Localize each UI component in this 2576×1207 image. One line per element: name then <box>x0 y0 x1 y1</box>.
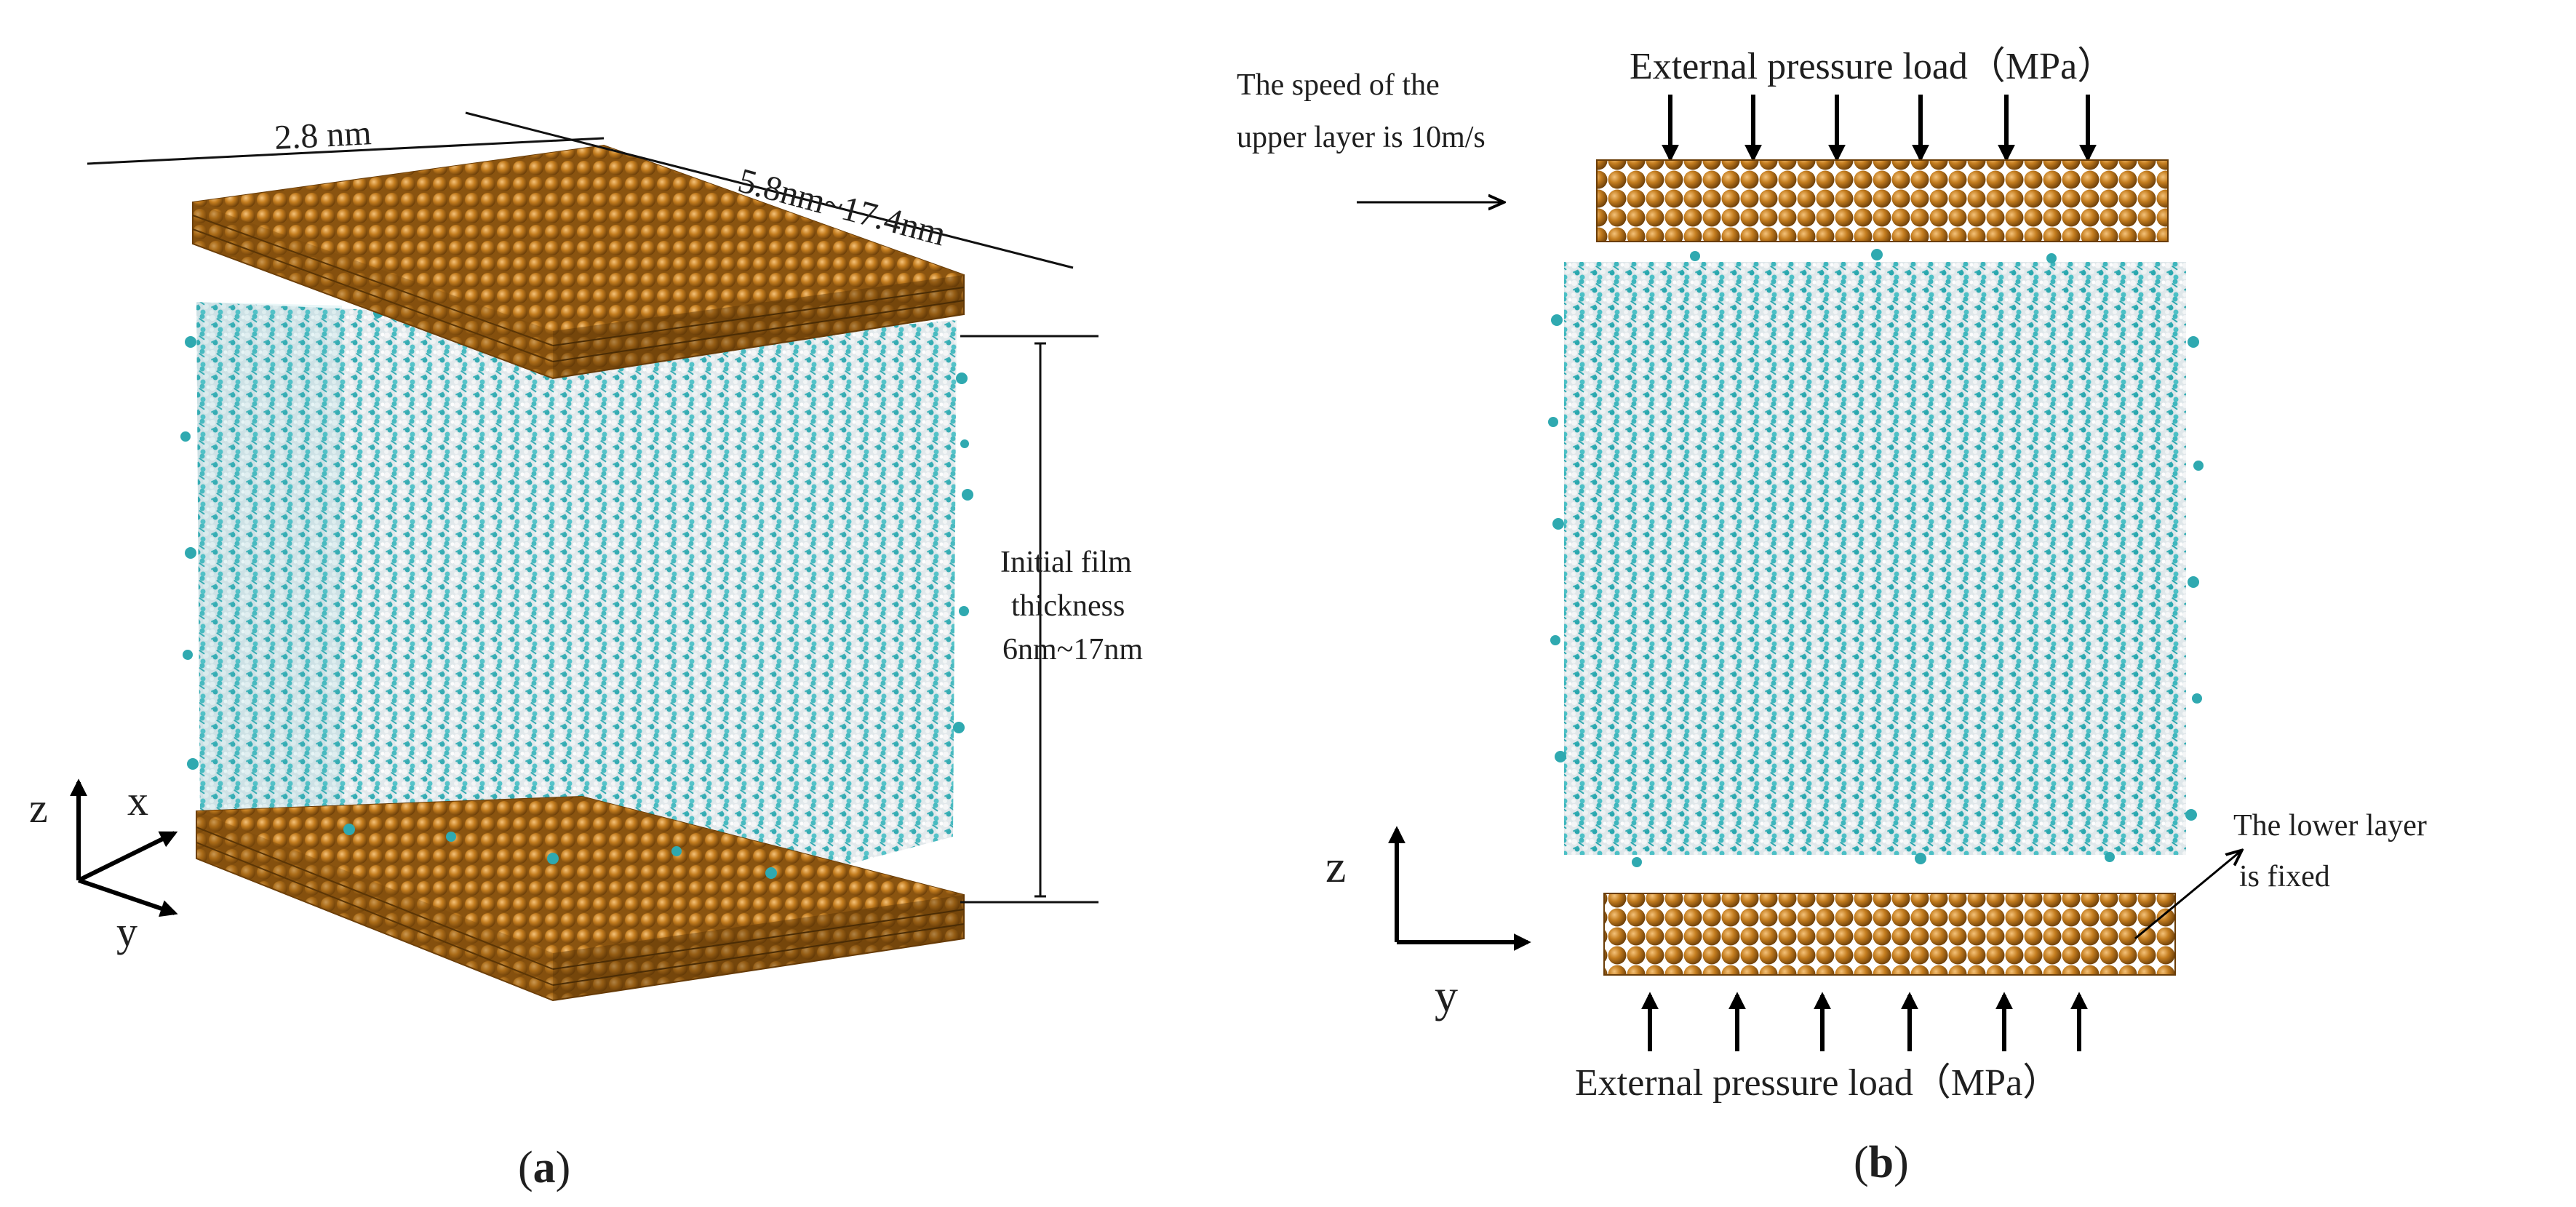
fixed-label-line-1: The lower layer <box>2233 809 2427 842</box>
lower-copper-layer-b <box>1603 893 2176 976</box>
thickness-label: Initial film thickness 6nm~17nm <box>1000 546 1143 666</box>
y-axis-label-a: y <box>116 908 137 955</box>
upper-copper-layer-a <box>192 144 965 380</box>
upper-copper-layer-b <box>1596 159 2169 242</box>
y-axis-arrow <box>78 878 178 917</box>
panel-b: External pressure load（MPa） The speed of… <box>1237 46 2427 1187</box>
thickness-label-line-3: 6nm~17nm <box>1002 633 1143 666</box>
panel-a: 2.8 nm 5.8nm~17.4nm Initial film thickne… <box>29 111 1143 1192</box>
speed-label-line-1: The speed of the <box>1237 68 1440 102</box>
thickness-label-line-1: Initial film <box>1000 546 1132 579</box>
width-dimension-line <box>87 137 605 165</box>
dimension-lines-a <box>87 111 1098 904</box>
bottom-load-label: External pressure load（MPa） <box>1575 1062 2060 1104</box>
z-axis-label-a: z <box>29 784 48 832</box>
panel-b-caption: (b) <box>1854 1138 1909 1187</box>
x-axis-arrow <box>77 831 178 883</box>
lubricant-film-b <box>1548 249 2204 867</box>
lower-copper-layer-a <box>196 795 965 1002</box>
thickness-label-line-2: thickness <box>1011 589 1125 623</box>
fixed-label-line-2: is fixed <box>2239 860 2330 893</box>
y-axis-label-b: y <box>1435 970 1458 1021</box>
width-dimension-label: 2.8 nm <box>274 113 372 157</box>
panel-a-caption: (a) <box>518 1143 570 1192</box>
top-load-arrows <box>1662 95 2097 162</box>
z-axis-label-b: z <box>1325 840 1346 892</box>
lubricant-film-a <box>180 302 973 883</box>
axis-triad-b: z y <box>1325 826 1531 1021</box>
fixed-layer-pointer-arrow <box>2134 851 2241 940</box>
length-dimension-line <box>465 111 1074 269</box>
speed-label-line-2: upper layer is 10m/s <box>1237 121 1486 154</box>
axis-triad-a: z x y <box>29 777 178 955</box>
x-axis-label-a: x <box>127 777 148 824</box>
bottom-load-arrows <box>1641 992 2088 1051</box>
top-load-label: External pressure load（MPa） <box>1630 46 2115 87</box>
